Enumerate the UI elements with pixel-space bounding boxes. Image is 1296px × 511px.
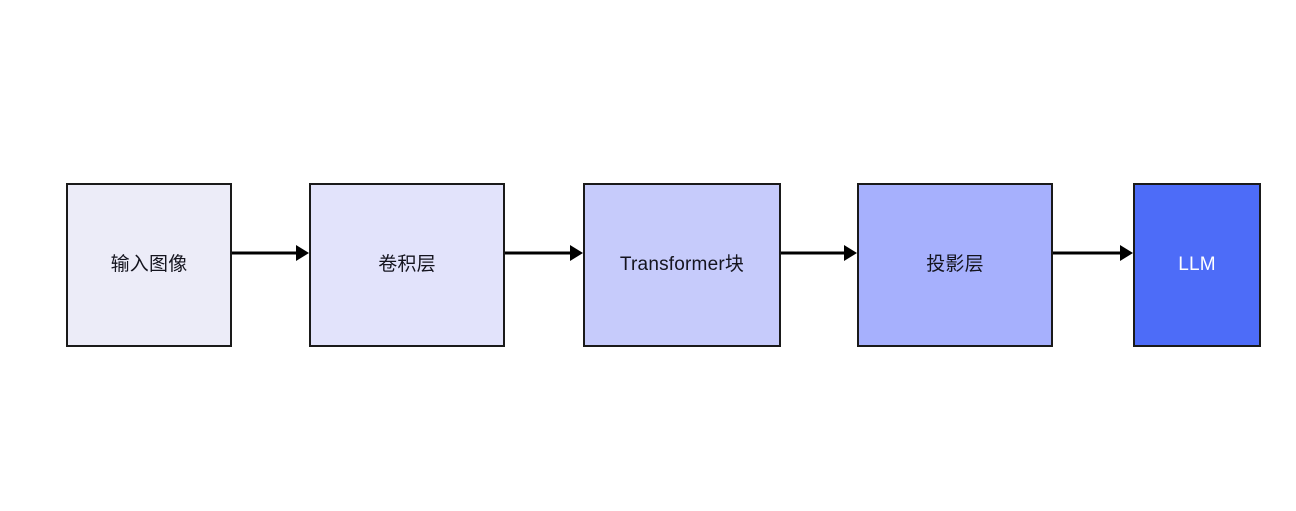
node-llm: LLM (1133, 183, 1261, 347)
node-transformer-block: Transformer块 (583, 183, 781, 347)
arrow-connector (505, 241, 583, 265)
node-input-image: 输入图像 (66, 183, 232, 347)
arrow-connector (781, 241, 857, 265)
arrow-connector (232, 241, 309, 265)
arrow-connector (1053, 241, 1133, 265)
node-label-transformer-block: Transformer块 (619, 253, 745, 275)
node-projection-layer: 投影层 (857, 183, 1053, 347)
node-label-conv-layer: 卷积层 (378, 253, 436, 275)
node-conv-layer: 卷积层 (309, 183, 505, 347)
node-label-llm: LLM (1178, 253, 1216, 275)
node-label-input-image: 输入图像 (110, 253, 188, 275)
node-label-projection-layer: 投影层 (926, 253, 984, 275)
